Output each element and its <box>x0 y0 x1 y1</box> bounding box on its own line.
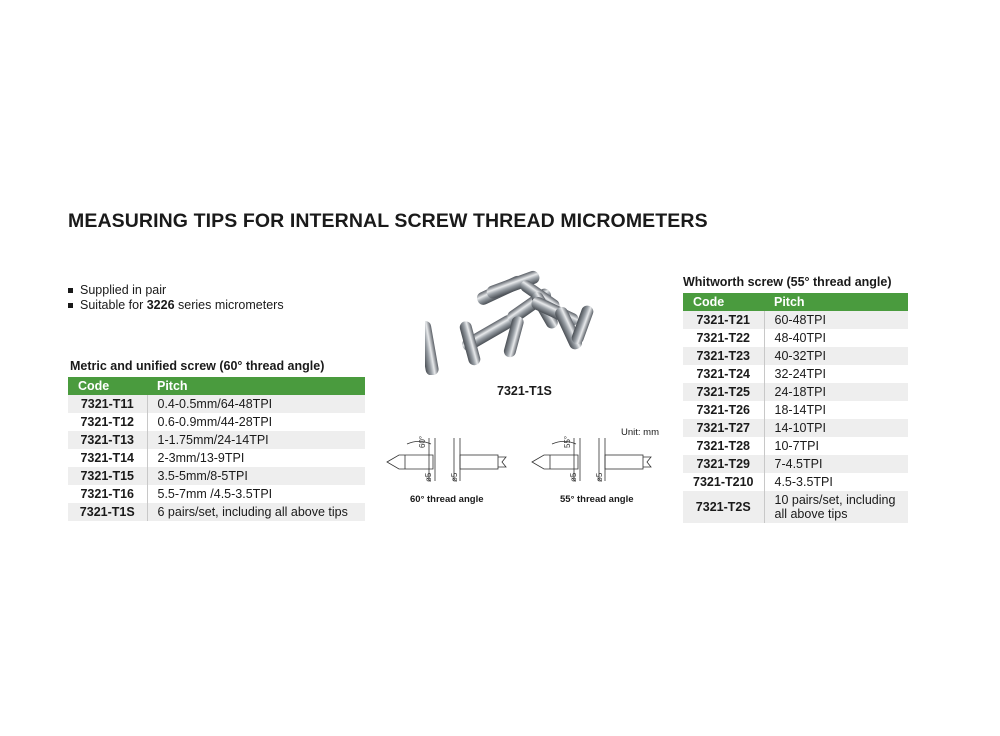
metric-table-caption: Metric and unified screw (60° thread ang… <box>70 359 325 373</box>
diameter-label: ø5 <box>595 472 604 482</box>
pitch-cell: 3.5-5mm/8-5TPI <box>146 467 365 485</box>
code-cell: 7321-T21 <box>683 311 764 329</box>
angle-label: 60° <box>418 436 427 448</box>
page-title: MEASURING TIPS FOR INTERNAL SCREW THREAD… <box>68 210 708 232</box>
table-header-row: Code Pitch <box>68 377 365 395</box>
table-header-row: Code Pitch <box>683 293 908 311</box>
measuring-tips-photo <box>425 270 594 375</box>
code-cell: 7321-T25 <box>683 383 764 401</box>
code-cell: 7321-T28 <box>683 437 764 455</box>
code-cell: 7321-T29 <box>683 455 764 473</box>
diagram-60-label: 60° thread angle <box>410 494 484 505</box>
header-pitch: Pitch <box>764 293 908 311</box>
tip-pin <box>459 321 481 366</box>
code-cell: 7321-T1S <box>68 503 147 521</box>
code-cell: 7321-T27 <box>683 419 764 437</box>
code-cell: 7321-T210 <box>683 473 764 491</box>
diagram-55-label: 55° thread angle <box>560 494 634 505</box>
code-cell: 7321-T13 <box>68 431 147 449</box>
diagram-55-thread-tip: 55° ø5 ø5 <box>531 436 652 482</box>
code-cell: 7321-T24 <box>683 365 764 383</box>
code-cell: 7321-T12 <box>68 413 147 431</box>
diameter-label: ø5 <box>450 472 459 482</box>
feature-text: Suitable for 3226 series micrometers <box>80 298 284 312</box>
bullet-square-icon <box>68 303 73 308</box>
code-cell: 7321-T26 <box>683 401 764 419</box>
feature-item: Suitable for 3226 series micrometers <box>68 298 284 313</box>
pitch-cell: 24-18TPI <box>763 383 908 401</box>
header-code: Code <box>683 293 764 311</box>
pitch-cell: 4.5-3.5TPI <box>763 473 908 491</box>
pitch-cell: 2-3mm/13-9TPI <box>146 449 365 467</box>
code-cell: 7321-T15 <box>68 467 147 485</box>
code-cell: 7321-T14 <box>68 449 147 467</box>
pitch-cell: 32-24TPI <box>763 365 908 383</box>
header-code: Code <box>68 377 147 395</box>
pitch-cell: 10-7TPI <box>763 437 908 455</box>
pitch-cell: 7-4.5TPI <box>763 455 908 473</box>
diameter-label: ø5 <box>424 472 433 482</box>
pitch-cell: 1-1.75mm/24-14TPI <box>146 431 365 449</box>
pitch-cell: 6 pairs/set, including all above tips <box>146 503 365 521</box>
feature-item: Supplied in pair <box>68 283 284 298</box>
tip-pin <box>571 305 594 344</box>
angle-label: 55° <box>563 436 572 448</box>
pitch-cell: 18-14TPI <box>763 401 908 419</box>
code-cell: 7321-T11 <box>68 395 147 413</box>
diameter-label: ø5 <box>569 472 578 482</box>
pitch-cell: 14-10TPI <box>763 419 908 437</box>
pitch-cell: 5.5-7mm /4.5-3.5TPI <box>146 485 365 503</box>
header-pitch: Pitch <box>147 377 365 395</box>
pitch-cell: 48-40TPI <box>763 329 908 347</box>
bullet-square-icon <box>68 288 73 293</box>
pitch-cell: 10 pairs/set, including all above tips <box>763 491 908 523</box>
pitch-cell: 0.6-0.9mm/44-28TPI <box>146 413 365 431</box>
pitch-cell: 60-48TPI <box>763 311 908 329</box>
pitch-cell: 40-32TPI <box>763 347 908 365</box>
code-cell: 7321-T2S <box>683 491 764 523</box>
tip-pin <box>486 270 540 299</box>
code-cell: 7321-T22 <box>683 329 764 347</box>
code-cell: 7321-T23 <box>683 347 764 365</box>
diagram-60-thread-tip: 60° ø5 ø5 <box>386 436 507 482</box>
unit-label: Unit: mm <box>621 427 659 438</box>
tip-pin <box>425 320 439 375</box>
feature-text: Supplied in pair <box>80 283 167 297</box>
pitch-cell: 0.4-0.5mm/64-48TPI <box>146 395 365 413</box>
tip-pin <box>503 316 524 358</box>
whitworth-table-caption: Whitworth screw (55° thread angle) <box>683 275 892 289</box>
photo-caption: 7321-T1S <box>497 384 552 398</box>
feature-list: Supplied in pair Suitable for 3226 serie… <box>68 283 284 313</box>
code-cell: 7321-T16 <box>68 485 147 503</box>
